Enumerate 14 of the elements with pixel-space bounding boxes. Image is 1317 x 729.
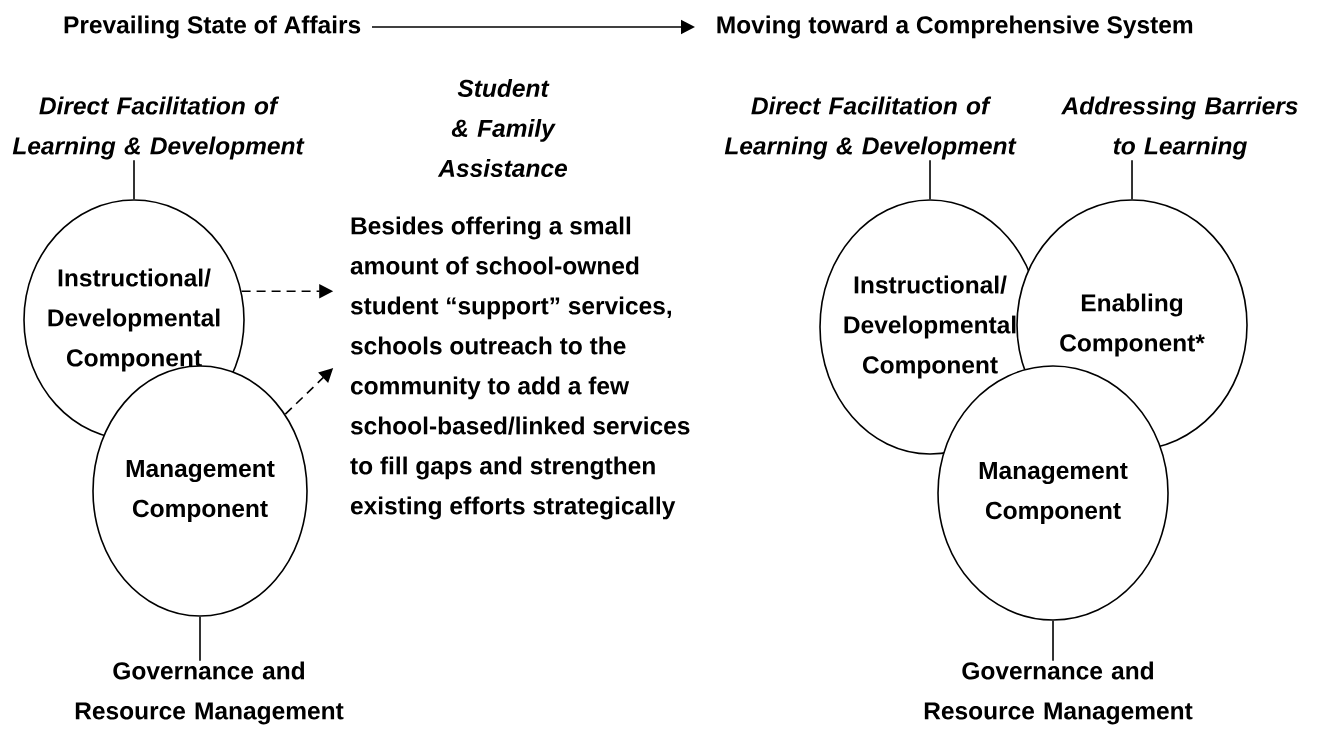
category-title: Direct Facilitation of Learning & Development bbox=[12, 96, 305, 160]
connector-line bbox=[1052, 620, 1054, 662]
description-text: Besides offering a small amount of school-owned student “support” services, schools outreach to the community to add a few school-based/linked services to fill gaps and strengthen existing efforts strategically bbox=[350, 216, 690, 520]
governance-text: Governance and Resource Management bbox=[924, 661, 1193, 725]
category-title: Addressing Barriers to Learning bbox=[1061, 96, 1298, 160]
connector-line bbox=[929, 159, 931, 200]
stage-heading: Moving toward a Comprehensive System bbox=[717, 15, 1193, 39]
stage-heading: Prevailing State of Affairs bbox=[64, 15, 361, 39]
category-title: Student & Family Assistance bbox=[437, 79, 567, 177]
governance-text: Governance and Resource Management bbox=[75, 661, 344, 725]
category-title: Direct Facilitation of Learning & Development bbox=[724, 96, 1017, 160]
connector-line bbox=[1131, 159, 1133, 200]
connector-line bbox=[199, 616, 201, 662]
connector-line bbox=[133, 159, 135, 200]
